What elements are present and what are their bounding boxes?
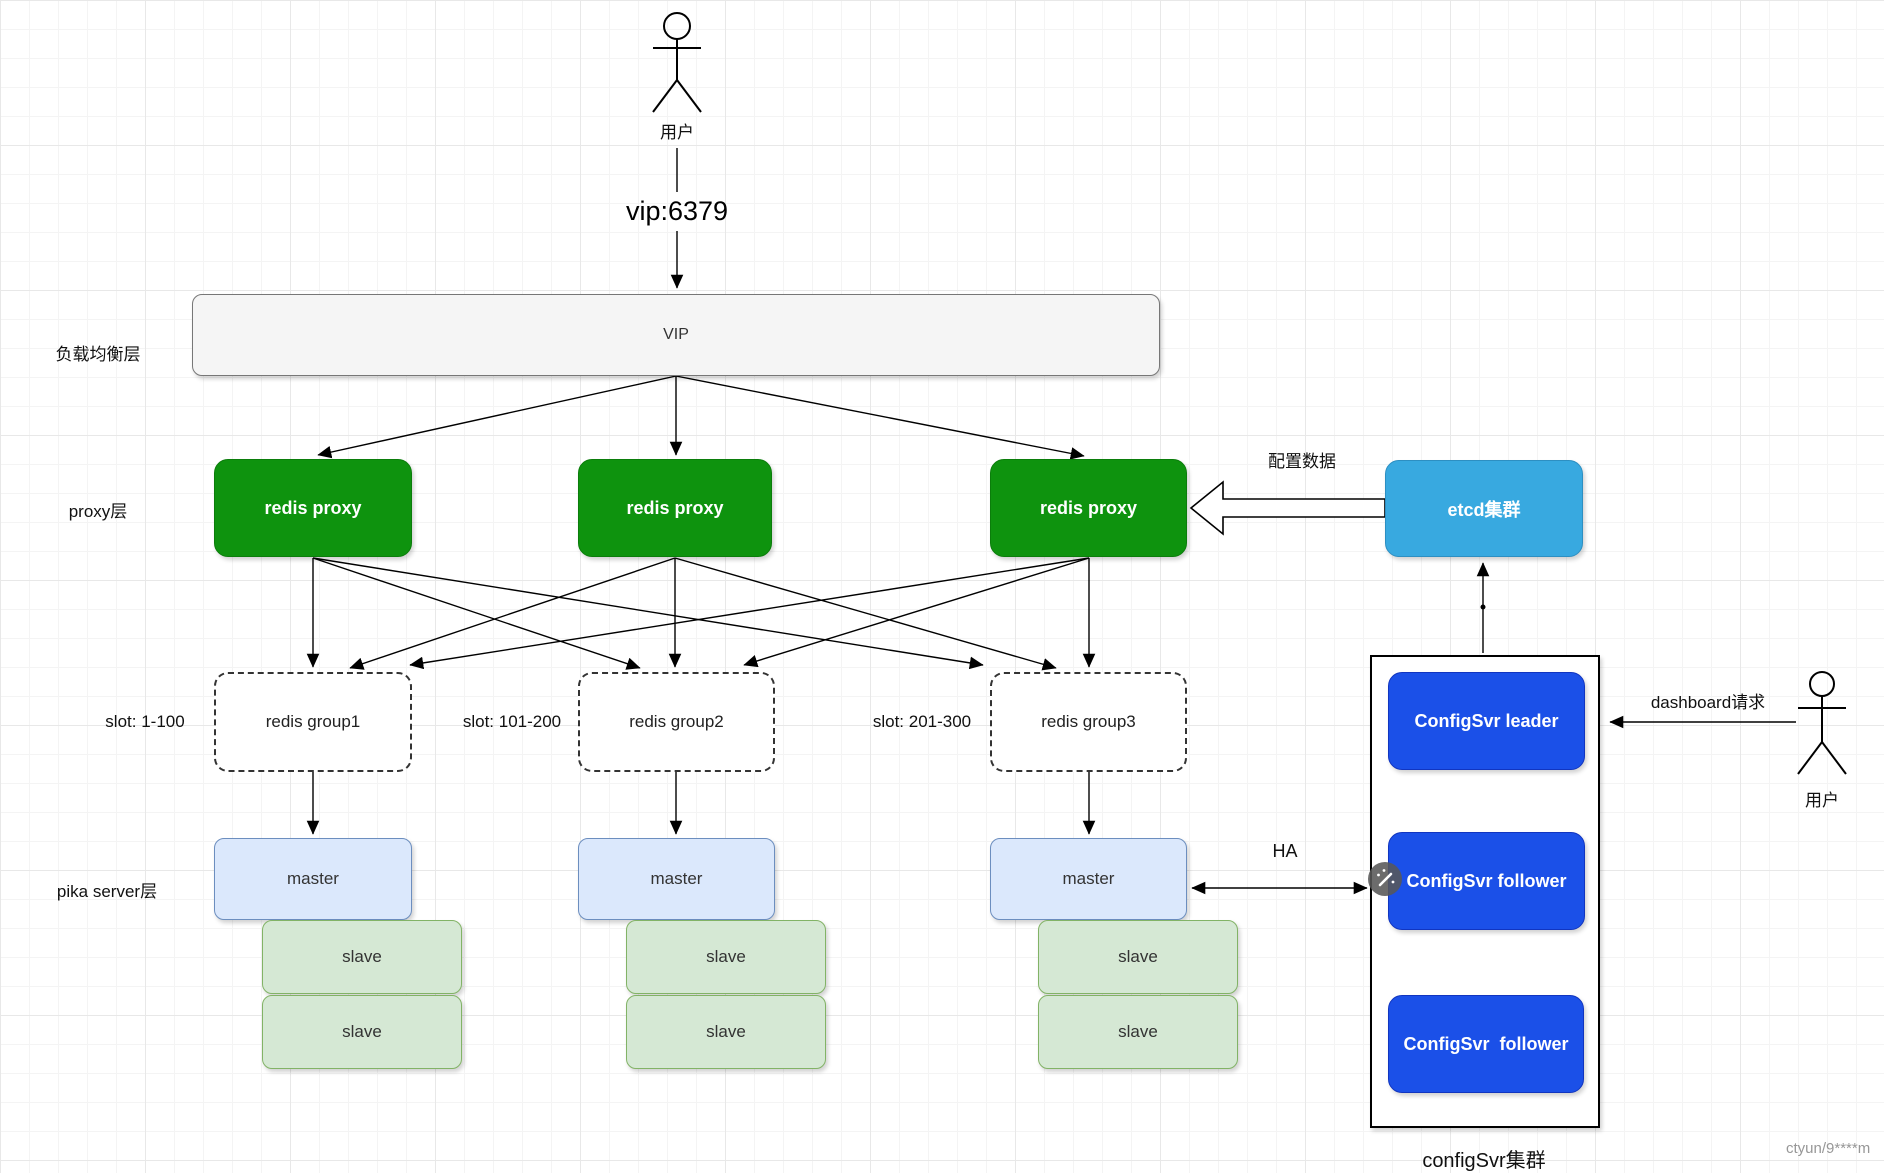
configsvr-leader-label: ConfigSvr leader [1414, 710, 1559, 731]
redis-proxy-node-3: redis proxy [990, 459, 1187, 557]
configsvr-follower-node-1: ConfigSvr follower [1388, 832, 1585, 930]
slave-label-1a: slave [342, 947, 382, 966]
redis-proxy-node-1: redis proxy [214, 459, 412, 557]
vip-node-label: VIP [663, 326, 689, 343]
proxy-layer-label: proxy层 [68, 502, 128, 521]
redis-proxy-node-2: redis proxy [578, 459, 772, 557]
redis-group-label-2: redis group2 [629, 712, 724, 731]
watermark-text: ctyun/9****m [1786, 1140, 1871, 1157]
etcd-cluster-label: etcd集群 [1447, 499, 1521, 520]
redis-group-label-1: redis group1 [265, 712, 361, 731]
slave-label-2a: slave [706, 947, 746, 966]
configsvr-follower-node-2: ConfigSvr follower [1388, 995, 1584, 1093]
vip-node: VIP [192, 294, 1160, 376]
config-data-block-arrow [1189, 480, 1386, 536]
user-actor-icon [652, 12, 702, 113]
pika-layer-label: pika server层 [56, 882, 158, 901]
slot-label-3: slot: 201-300 [872, 712, 972, 731]
master-label-1: master [287, 869, 339, 888]
redis-group-node-2: redis group2 [578, 672, 775, 772]
slave-label-3b: slave [1118, 1022, 1158, 1041]
slave-node-1a: slave [262, 920, 462, 994]
configsvr-leader-node: ConfigSvr leader [1388, 672, 1585, 770]
slave-node-3a: slave [1038, 920, 1238, 994]
slave-node-2a: slave [626, 920, 826, 994]
master-label-3: master [1062, 869, 1115, 888]
magic-wand-icon [1377, 869, 1395, 887]
magic-wand-annotation-badge[interactable] [1368, 862, 1402, 896]
redis-proxy-label-3: redis proxy [1039, 497, 1138, 518]
slave-label-1b: slave [342, 1022, 382, 1041]
config-data-label: 配置数据 [1268, 452, 1336, 471]
slot-label-2: slot: 101-200 [462, 712, 562, 731]
configsvr-follower-label-2: ConfigSvr follower [1403, 1033, 1569, 1054]
slave-node-1b: slave [262, 995, 462, 1069]
vip-port-label: vip:6379 [625, 196, 729, 226]
master-node-1: master [214, 838, 412, 920]
redis-group-label-3: redis group3 [1041, 712, 1136, 731]
master-node-3: master [990, 838, 1187, 920]
slot-label-1: slot: 1-100 [105, 712, 185, 731]
dashboard-request-label: dashboard请求 [1650, 693, 1766, 712]
redis-group-node-3: redis group3 [990, 672, 1187, 772]
dashboard-user-actor-icon [1797, 671, 1847, 775]
slave-label-3a: slave [1118, 947, 1158, 966]
redis-proxy-label-2: redis proxy [626, 497, 724, 518]
slave-node-3b: slave [1038, 995, 1238, 1069]
redis-proxy-label-1: redis proxy [264, 497, 362, 518]
right-actor-label: 用户 [1805, 791, 1839, 810]
etcd-cluster-node: etcd集群 [1385, 460, 1583, 557]
ha-label: HA [1272, 841, 1298, 861]
slave-label-2b: slave [706, 1022, 746, 1041]
redis-group-node-1: redis group1 [214, 672, 412, 772]
configsvr-cluster-label: configSvr集群 [1422, 1150, 1546, 1172]
slave-node-2b: slave [626, 995, 826, 1069]
lb-layer-label: 负载均衡层 [55, 345, 141, 364]
configsvr-follower-label-1: ConfigSvr follower [1406, 870, 1567, 891]
master-node-2: master [578, 838, 775, 920]
master-label-2: master [650, 869, 703, 888]
top-actor-label: 用户 [660, 123, 694, 142]
connector-waypoint-dot [1480, 604, 1486, 610]
